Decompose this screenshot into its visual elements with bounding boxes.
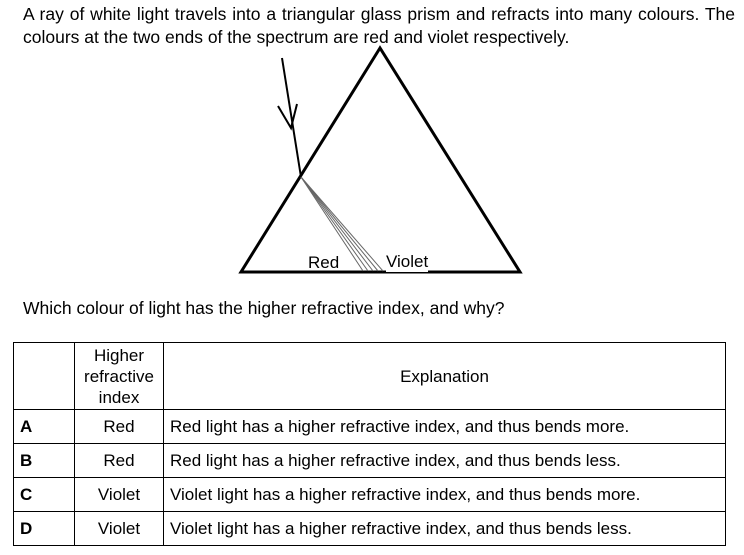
spectrum-rays [300,176,384,272]
option-colour: Red [74,443,164,478]
question-text: Which colour of light has the higher ref… [23,298,505,318]
option-explanation: Red light has a higher refractive index,… [163,443,726,478]
label-red: Red [308,253,340,272]
question-intro: A ray of white light travels into a tria… [23,4,735,47]
table-header: Higher refractive index Explanation [13,342,726,410]
option-letter: B [13,443,75,478]
option-explanation: Red light has a higher refractive index,… [163,409,726,444]
prism-triangle [238,45,523,274]
arrow-head-icon [277,103,298,131]
option-explanation: Violet light has a higher refractive ind… [163,477,726,512]
label-violet: Violet [386,252,429,272]
option-letter: D [13,511,75,546]
option-colour: Violet [74,477,164,512]
answer-table: Higher refractive index Explanation A Re… [13,342,726,546]
option-explanation: Violet light has a higher refractive ind… [163,511,726,546]
header-explanation: Explanation [163,342,726,410]
option-letter: C [13,477,75,512]
table-row[interactable]: C Violet Violet light has a higher refra… [13,477,726,512]
table-row[interactable]: D Violet Violet light has a higher refra… [13,511,726,546]
table-row[interactable]: B Red Red light has a higher refractive … [13,443,726,478]
table-row[interactable]: A Red Red light has a higher refractive … [13,409,726,444]
option-letter: A [13,409,75,444]
header-option [13,342,75,410]
incident-ray [281,57,302,178]
option-colour: Red [74,409,164,444]
prism-diagram [238,45,523,274]
option-colour: Violet [74,511,164,546]
header-colour: Higher refractive index [74,342,164,410]
